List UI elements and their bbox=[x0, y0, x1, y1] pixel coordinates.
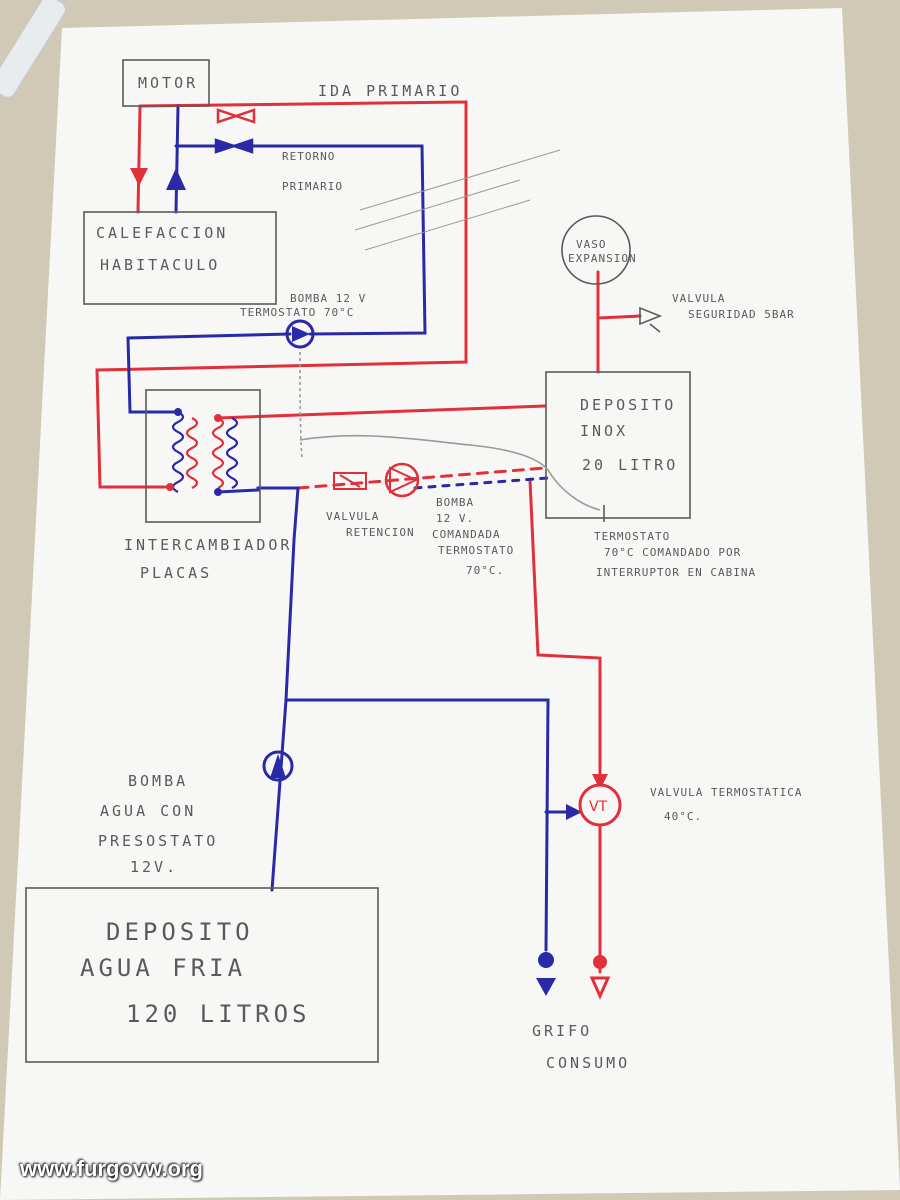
hot-flow-arrow bbox=[130, 168, 148, 186]
safety-valve-stem bbox=[649, 323, 661, 333]
exchanger-port bbox=[214, 414, 222, 422]
cold-pipe-motor-return bbox=[174, 104, 180, 214]
retorno-primario-label-1: RETORNO bbox=[282, 150, 335, 163]
bomba-secundario-label-2: 12 V. bbox=[436, 512, 474, 525]
vt-symbol-label: VT bbox=[589, 799, 608, 815]
cold-flow-arrow bbox=[536, 978, 556, 996]
ida-primario-label: IDA PRIMARIO bbox=[318, 82, 462, 100]
hot-pipe-motor-calefaccion bbox=[136, 104, 142, 214]
exchanger-port bbox=[174, 408, 182, 416]
valvula-retencion-label-2: RETENCION bbox=[346, 526, 415, 539]
hot-flow-arrow bbox=[589, 976, 611, 1000]
motor-label: MOTOR bbox=[138, 74, 198, 92]
exchanger-box bbox=[145, 389, 261, 523]
deposito-inox-label-1: DEPOSITO bbox=[580, 396, 676, 414]
vaso-expansion-label-2: EXPANSION bbox=[568, 252, 637, 265]
deposito-inox-box bbox=[545, 371, 691, 519]
intercambiador-label-1: INTERCAMBIADOR bbox=[124, 536, 292, 554]
cold-pipe-recirc bbox=[413, 476, 550, 490]
deposito-inox-label-3: 20 LITRO bbox=[582, 456, 678, 474]
valvula-seguridad-label-2: SEGURIDAD 5BAR bbox=[688, 308, 795, 321]
hot-pipe-outlet bbox=[528, 478, 602, 782]
valvula-retencion bbox=[333, 472, 367, 490]
hot-pipe-recirc bbox=[296, 466, 547, 490]
bomba-primario-label-2: TERMOSTATO 70°C bbox=[240, 306, 354, 319]
cold-tap-point bbox=[538, 952, 554, 968]
grifo-label-2: CONSUMO bbox=[546, 1054, 630, 1072]
cold-flow-arrow bbox=[166, 168, 186, 190]
cold-pipes bbox=[126, 104, 582, 952]
calefaccion-label-1: CALEFACCION bbox=[96, 224, 228, 242]
retorno-primario-label-2: PRIMARIO bbox=[282, 180, 343, 193]
hot-pipes bbox=[95, 100, 642, 974]
coil-red bbox=[211, 417, 225, 489]
vaso-expansion-circle bbox=[561, 215, 631, 285]
termostato-deposito-label-3: INTERRUPTOR EN CABINA bbox=[596, 566, 756, 579]
hot-flow-arrow bbox=[592, 774, 608, 790]
cold-flow-arrow bbox=[566, 804, 582, 820]
pencil-hatch bbox=[354, 149, 561, 251]
vaso-expansion-label-1: VASO bbox=[576, 238, 607, 251]
termostato-deposito-label-1: TERMOSTATO bbox=[594, 530, 670, 543]
intercambiador-label-2: PLACAS bbox=[140, 564, 212, 582]
grifo-label-1: GRIFO bbox=[532, 1022, 592, 1040]
valvula-retencion-label-1: VALVULA bbox=[326, 510, 379, 523]
cold-pipe-branch bbox=[284, 698, 550, 952]
hot-pipe-exchanger-deposito bbox=[216, 404, 547, 420]
bowtie-valve-red bbox=[216, 108, 256, 124]
bomba-primario-label-1: BOMBA 12 V bbox=[290, 292, 366, 305]
calefaccion-box bbox=[83, 211, 277, 305]
bomba-agua-label-1: BOMBA bbox=[128, 772, 188, 790]
safety-valve-symbol bbox=[639, 306, 663, 326]
valvula-termostatica: VT bbox=[578, 783, 622, 827]
cold-pipe-retorno-primario bbox=[174, 144, 427, 336]
pencil-wiring bbox=[299, 351, 303, 461]
cold-pipe-bomba-exchanger bbox=[126, 332, 292, 414]
coil-blue bbox=[171, 411, 185, 493]
pencil-wiring bbox=[299, 434, 601, 511]
bomba-agua bbox=[262, 750, 294, 782]
motor-box bbox=[122, 59, 210, 107]
coil-red-left bbox=[185, 417, 199, 489]
valvula-seguridad-label-1: VALVULA bbox=[672, 292, 725, 305]
exchanger-coils bbox=[171, 411, 239, 493]
bomba-secundario bbox=[384, 462, 420, 498]
bomba-secundario-label-3: COMANDADA bbox=[432, 528, 501, 541]
calefaccion-label-2: HABITACULO bbox=[100, 256, 220, 274]
valvula-termostatica-label-2: 40°C. bbox=[664, 810, 702, 823]
bomba-agua-label-4: 12V. bbox=[130, 858, 178, 876]
bomba-primario bbox=[285, 319, 315, 349]
deposito-fria-label-2: AGUA FRIA bbox=[80, 954, 246, 982]
bomba-secundario-label-4: TERMOSTATO bbox=[438, 544, 514, 557]
hot-tap-point bbox=[593, 955, 607, 969]
deposito-fria-label-3: 120 LITROS bbox=[126, 1000, 311, 1028]
coil-blue-right bbox=[225, 417, 239, 489]
pen bbox=[0, 0, 66, 98]
bomba-secundario-label-1: BOMBA bbox=[436, 496, 474, 509]
watermark: www.furgovw.org bbox=[20, 1156, 203, 1181]
bomba-agua-label-2: AGUA CON bbox=[100, 802, 196, 820]
deposito-inox-label-2: INOX bbox=[580, 422, 628, 440]
valvula-termostatica-label-1: VALVULA TERMOSTATICA bbox=[650, 786, 802, 799]
hot-pipe-ida-primario bbox=[95, 100, 468, 489]
bomba-agua-label-3: PRESOSTATO bbox=[98, 832, 218, 850]
bowtie-valve-blue bbox=[214, 138, 254, 154]
paper-sheet bbox=[0, 8, 900, 1200]
exchanger-port bbox=[166, 483, 174, 491]
bomba-secundario-label-5: 70°C. bbox=[466, 564, 504, 577]
deposito-fria-box bbox=[25, 887, 379, 1063]
deposito-fria-label-1: DEPOSITO bbox=[106, 918, 254, 946]
hot-pipe-valve-branch bbox=[596, 314, 642, 320]
termostato-deposito-label-2: 70°C COMANDADO POR bbox=[604, 546, 741, 559]
exchanger-port bbox=[214, 488, 222, 496]
pencil-boxes bbox=[25, 59, 691, 1063]
